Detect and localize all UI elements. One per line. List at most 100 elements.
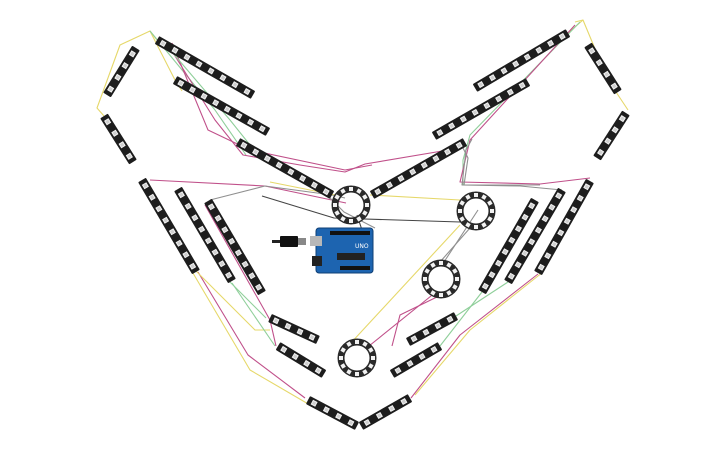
led-chip bbox=[183, 252, 189, 257]
strip-body bbox=[306, 396, 359, 430]
strip-body bbox=[174, 187, 236, 283]
power-jack bbox=[312, 256, 322, 266]
led-chip bbox=[513, 61, 518, 67]
led-strip bbox=[276, 342, 326, 378]
strip-body bbox=[584, 42, 622, 95]
wire bbox=[459, 141, 540, 186]
led-chip bbox=[457, 143, 462, 148]
led-strip bbox=[370, 138, 467, 199]
led-chip bbox=[281, 347, 286, 352]
led-chip bbox=[490, 75, 495, 80]
led-chip bbox=[311, 401, 317, 406]
led-ring bbox=[456, 191, 496, 231]
led-chip bbox=[435, 323, 441, 328]
led-chip bbox=[536, 228, 541, 233]
led-chip bbox=[149, 195, 155, 200]
led-strip bbox=[504, 188, 566, 284]
led-strips-layer bbox=[100, 29, 630, 430]
led-strip bbox=[406, 312, 458, 346]
wire bbox=[96, 30, 158, 117]
led-chip bbox=[229, 239, 234, 244]
led-chip bbox=[461, 116, 466, 122]
ring-led bbox=[362, 210, 368, 216]
ring-led bbox=[356, 216, 362, 222]
board-body bbox=[315, 227, 374, 274]
led-chip bbox=[241, 143, 247, 148]
led-chip bbox=[226, 273, 231, 278]
led-strip bbox=[103, 46, 140, 97]
led-ring bbox=[421, 259, 461, 299]
led-chip bbox=[489, 272, 495, 277]
ring-led bbox=[365, 203, 369, 207]
led-strip bbox=[478, 198, 539, 294]
ring-led bbox=[368, 363, 374, 369]
ring-led bbox=[459, 200, 465, 206]
led-chip bbox=[185, 204, 191, 209]
ring-led bbox=[430, 262, 436, 268]
usb-plug bbox=[280, 236, 298, 247]
led-strip bbox=[306, 396, 359, 430]
led-chip bbox=[285, 324, 291, 329]
led-chip bbox=[122, 63, 128, 68]
led-chip bbox=[220, 75, 226, 80]
led-chip bbox=[589, 48, 594, 54]
led-chip bbox=[196, 61, 202, 67]
ring-led bbox=[452, 284, 458, 290]
led-chip bbox=[265, 156, 270, 161]
led-strip bbox=[100, 113, 137, 165]
strip-body bbox=[236, 138, 334, 199]
ring-led bbox=[481, 222, 487, 228]
led-chip bbox=[387, 182, 392, 188]
strip-body bbox=[276, 342, 326, 378]
ring-led bbox=[474, 193, 478, 197]
wire bbox=[197, 271, 306, 399]
ring-led bbox=[423, 277, 427, 281]
wire bbox=[231, 282, 276, 347]
wire bbox=[462, 21, 581, 185]
led-chip bbox=[225, 107, 230, 112]
board-label: UNO bbox=[355, 243, 369, 250]
wire bbox=[348, 224, 461, 346]
ring-body bbox=[456, 191, 496, 231]
led-strip bbox=[593, 110, 630, 161]
led-chip bbox=[222, 227, 228, 232]
led-chip bbox=[297, 329, 303, 334]
ring-led bbox=[446, 290, 452, 296]
led-chip bbox=[178, 81, 183, 86]
led-strip bbox=[359, 394, 412, 430]
led-chip bbox=[597, 60, 602, 65]
led-chip bbox=[612, 83, 617, 89]
strip-body bbox=[204, 199, 266, 295]
wire bbox=[410, 273, 539, 399]
led-chip bbox=[515, 262, 521, 267]
led-chip bbox=[163, 218, 168, 223]
led-chip bbox=[172, 48, 178, 53]
wire bbox=[369, 194, 461, 201]
led-chip bbox=[584, 184, 589, 189]
led-chip bbox=[483, 284, 488, 289]
wire bbox=[439, 291, 483, 347]
ring-led bbox=[446, 262, 452, 268]
usb-cable bbox=[272, 240, 280, 243]
led-chip bbox=[598, 150, 603, 155]
ring-led bbox=[458, 209, 462, 213]
strip-body bbox=[473, 29, 570, 92]
led-chip bbox=[288, 169, 294, 174]
ring-led bbox=[487, 200, 493, 206]
led-strip bbox=[236, 138, 334, 199]
ring-led bbox=[349, 187, 353, 191]
led-strip bbox=[432, 78, 530, 140]
led-chip bbox=[160, 41, 166, 46]
ring-led bbox=[339, 356, 343, 360]
strip-body bbox=[478, 198, 539, 294]
led-chip bbox=[509, 238, 514, 243]
ring-led bbox=[355, 372, 359, 376]
led-strip bbox=[584, 42, 622, 95]
led-chip bbox=[398, 176, 404, 181]
ring-led bbox=[368, 347, 374, 353]
led-strip bbox=[174, 187, 236, 283]
analog-header bbox=[340, 266, 370, 270]
led-chip bbox=[309, 335, 315, 340]
led-chip bbox=[472, 110, 478, 115]
